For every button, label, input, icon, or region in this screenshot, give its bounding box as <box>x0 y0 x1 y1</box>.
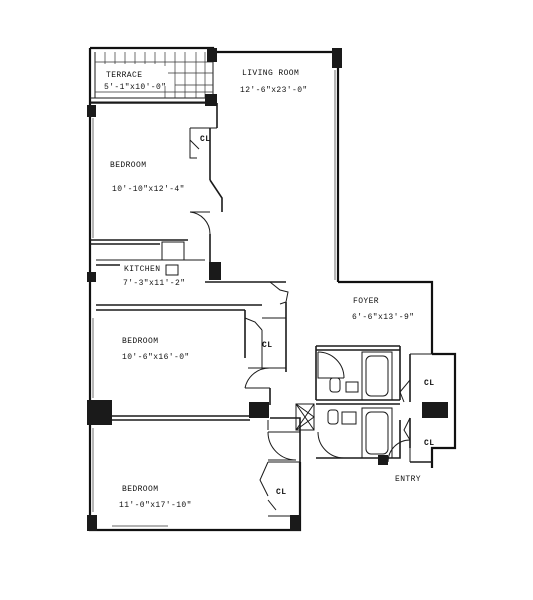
terrace-name-label: TERRACE <box>106 71 143 80</box>
closet-label: CL <box>262 341 273 350</box>
closet-label: CL <box>424 439 435 448</box>
kitchen-name-label: KITCHEN <box>124 265 161 274</box>
foyer-size-label: 6'-6"x13'-9" <box>352 313 415 322</box>
kitchen-size-label: 7'-3"x11'-2" <box>123 279 186 288</box>
living-room-name-label: LIVING ROOM <box>242 69 300 78</box>
bedroom-3-size-label: 11'-0"x17'-10" <box>119 501 192 510</box>
bedroom-1-size-label: 10'-10"x12'-4" <box>112 185 185 194</box>
terrace-grid <box>95 52 213 98</box>
windows <box>92 70 336 527</box>
foyer-name-label: FOYER <box>353 297 380 306</box>
closet-label: CL <box>200 135 211 144</box>
bedroom-1-name-label: BEDROOM <box>110 161 147 170</box>
bedroom-2-size-label: 10'-6"x16'-0" <box>122 353 190 362</box>
entry-label: ENTRY <box>395 475 422 484</box>
closet-label: CL <box>424 379 435 388</box>
living-room-size-label: 12'-6"x23'-0" <box>240 86 308 95</box>
bedroom-2-name-label: BEDROOM <box>122 337 159 346</box>
closet-label: CL <box>276 488 287 497</box>
interior-walls <box>90 102 432 517</box>
bedroom-3-name-label: BEDROOM <box>122 485 159 494</box>
terrace-size-label: 5'-1"x10'-0" <box>104 83 167 92</box>
